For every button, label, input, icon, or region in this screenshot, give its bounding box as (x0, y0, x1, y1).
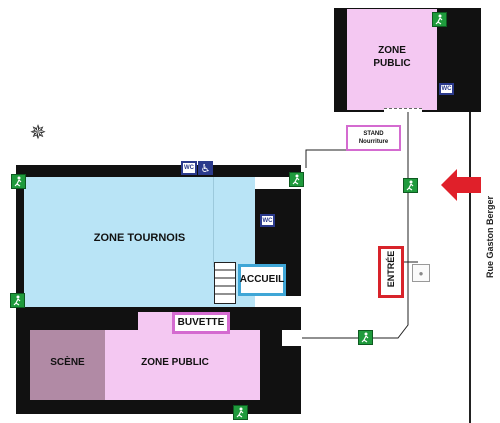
wc-inner-icon: WC (260, 214, 275, 227)
emergency-exit-icon (10, 293, 25, 308)
accueil-label: ACCUEIL (239, 274, 285, 285)
emergency-exit-icon (233, 405, 248, 420)
stand-line1: STAND (363, 131, 384, 137)
lower-wall-right (260, 307, 301, 414)
stand-label: STAND Nourriture (346, 130, 401, 146)
entree-box[interactable] (378, 246, 404, 298)
emergency-exit-icon (432, 12, 447, 27)
emergency-exit-icon (358, 330, 373, 345)
scene-label: SCÈNE (50, 357, 85, 368)
buvette[interactable] (172, 312, 230, 334)
zone-public-bottom-label: ZONE PUBLIC (141, 357, 209, 368)
tournois-divider (213, 177, 214, 267)
buvette-label: BUVETTE (177, 317, 225, 328)
entree-label: ENTRÉE (386, 250, 396, 288)
path-stand (305, 149, 346, 168)
emergency-exit-icon (403, 178, 418, 193)
zone-tournois-label: ZONE TOURNOIS (93, 232, 186, 244)
stand-line2: Nourriture (358, 139, 389, 145)
scene[interactable] (30, 330, 105, 400)
lower-wall-bottom (16, 400, 261, 414)
accueil-right-wall (286, 266, 301, 296)
zone-public-bottom[interactable] (105, 330, 260, 400)
entrance-arrow-icon (441, 169, 481, 201)
street-name: Rue Gaston Berger (485, 195, 495, 279)
wc-icon: WC (439, 83, 454, 95)
main-building-wall-top (16, 165, 301, 177)
accueil[interactable] (238, 264, 286, 296)
emergency-exit-icon (11, 174, 26, 189)
lower-right-gap (282, 330, 301, 346)
zone-public-top-line1: ZONE (378, 45, 406, 56)
zone-public-top[interactable] (347, 9, 437, 110)
stairs-lines (214, 269, 236, 295)
path-vertical (302, 112, 409, 339)
wc-top-icon: WC (181, 161, 197, 175)
camera-icon: ● (412, 264, 430, 282)
lower-wall-left (16, 307, 30, 414)
main-building-wall-left (16, 165, 24, 310)
top-building-door (384, 108, 422, 112)
stand-nourriture[interactable] (346, 125, 401, 151)
compass-rose-icon: ✵ (29, 120, 47, 144)
zone-public-top-label: ZONE PUBLIC (347, 44, 437, 70)
zone-public-top-line2: PUBLIC (373, 58, 411, 69)
wheelchair-icon: ♿ (198, 161, 213, 175)
emergency-exit-icon (289, 172, 304, 187)
main-building-right-block (255, 188, 301, 266)
